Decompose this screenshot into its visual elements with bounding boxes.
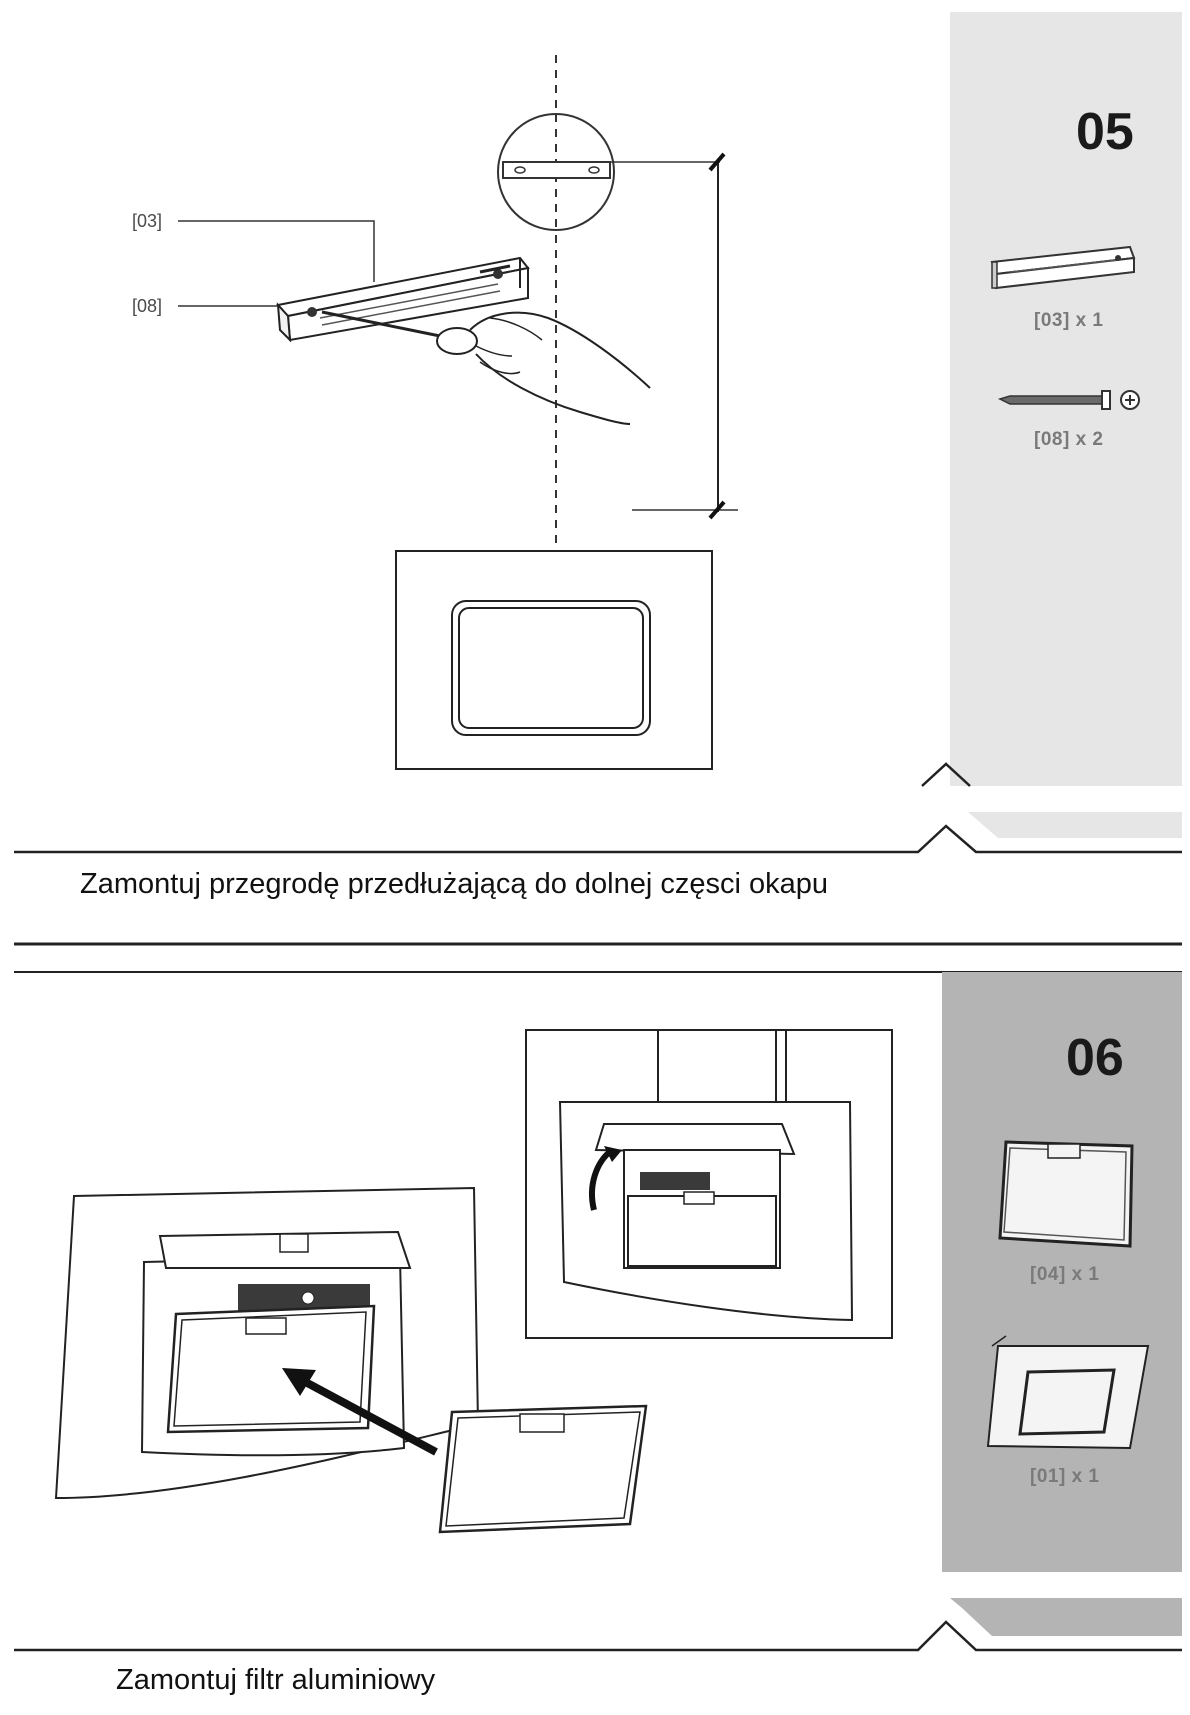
extension-bracket-icon [990, 245, 1136, 290]
step-05-divider [14, 824, 1182, 854]
step-05-instruction: Zamontuj przegrodę przedłużającą do doln… [80, 868, 828, 900]
screwdriver-hand [321, 310, 651, 425]
extension-bracket [276, 256, 530, 343]
step-06-tab [950, 1598, 1182, 1636]
part-label-08: [08] x 2 [1034, 429, 1104, 450]
step-06-parts-panel [942, 972, 1182, 1572]
step-05-number: 05 [1076, 103, 1134, 161]
aluminium-filter-icon [998, 1140, 1134, 1248]
step-06-instruction: Zamontuj filtr aluminiowy [116, 1664, 436, 1696]
hood-main-view [54, 1186, 480, 1500]
height-dimension [632, 152, 738, 520]
part-label-03: [03] x 1 [1034, 310, 1104, 331]
hood-bottom-panel [395, 550, 713, 770]
step-06-divider [14, 1620, 1182, 1652]
part-label-01: [01] x 1 [1030, 1466, 1100, 1487]
screw-icon [997, 390, 1140, 410]
part-label-04: [04] x 1 [1030, 1264, 1100, 1285]
aluminium-filter-part [438, 1404, 648, 1534]
callout-08: [08] [132, 296, 163, 316]
step-05-tab [946, 812, 1182, 838]
callout-03-leader [178, 220, 375, 282]
hood-glass-panel-icon [986, 1335, 1150, 1450]
step-06-number: 06 [1066, 1029, 1124, 1087]
callout-03: [03] [132, 211, 163, 231]
inset-detail [525, 1029, 893, 1339]
